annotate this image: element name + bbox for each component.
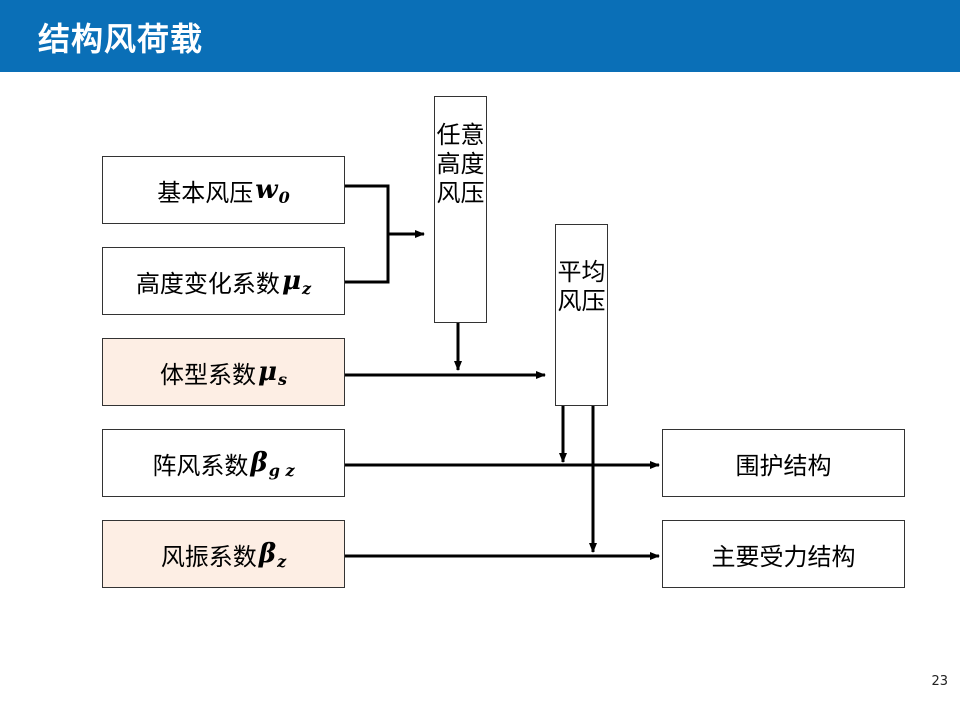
basic-pressure-subscript: 0	[278, 187, 290, 207]
main-structure-box: 主要受力结构	[662, 520, 905, 588]
main-structure-label: 主要受力结构	[711, 542, 856, 571]
shape-coefficient-subscript: s	[278, 369, 288, 389]
vibration-coefficient-label: 风振系数	[160, 542, 257, 571]
height-pressure-label: 任意高度风压	[436, 121, 485, 207]
shape-coefficient-label: 体型系数	[159, 360, 256, 389]
basic-pressure-symbol: w	[255, 175, 278, 205]
vibration-coefficient-symbol: β	[258, 539, 277, 569]
vibration-coefficient-subscript: z	[277, 551, 287, 571]
cladding-box: 围护结构	[662, 429, 905, 497]
page-number: 23	[931, 674, 948, 689]
mean-pressure-box: 平均风压	[555, 224, 608, 406]
slide-title: 结构风荷载	[38, 20, 204, 58]
cladding-label: 围护结构	[735, 451, 832, 480]
gust-coefficient-subscript: g z	[268, 460, 295, 480]
arrow-basic-pressure	[345, 184, 390, 284]
shape-coefficient-symbol: μ	[257, 357, 277, 387]
height-pressure-box: 任意高度风压	[434, 96, 487, 323]
gust-coefficient-label: 阵风系数	[152, 451, 249, 480]
mean-pressure-label: 平均风压	[557, 258, 606, 315]
title-bar: 结构风荷载	[0, 0, 960, 72]
basic-pressure-label: 基本风压	[157, 178, 254, 207]
height-coefficient-subscript: z	[301, 278, 312, 298]
height-coefficient-symbol: μ	[281, 266, 301, 296]
height-coefficient-label: 高度变化系数	[135, 269, 280, 298]
gust-coefficient-symbol: β	[250, 448, 268, 478]
